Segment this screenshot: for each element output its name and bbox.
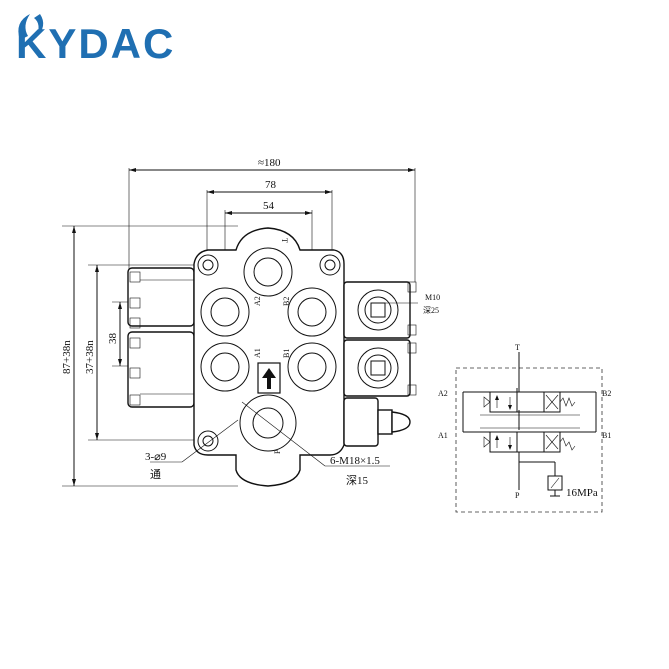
body-label-b1: B1 xyxy=(282,349,291,358)
body-label-a1: A1 xyxy=(253,348,262,358)
schematic-a1: A1 xyxy=(438,431,448,440)
schematic-border xyxy=(455,367,603,513)
relief-valve-symbol xyxy=(519,461,563,497)
ports xyxy=(200,247,337,452)
dimension-texts: ≈180 78 54 87+38n 37+38n 38 xyxy=(61,157,281,374)
overall-width-label: ≈180 xyxy=(258,157,281,169)
hydraulic-schematic: T P A2 B2 A1 B1 16MPa xyxy=(438,343,611,513)
body-label-p: P xyxy=(273,449,282,454)
relief-pressure-label: 16MPa xyxy=(566,487,598,499)
mounting-holes-callout: 3-⌀9 xyxy=(145,451,167,463)
body-label-b2: B2 xyxy=(282,297,291,306)
valve-body xyxy=(127,227,417,487)
main-body-outline xyxy=(193,227,345,487)
kydac-swirl-icon xyxy=(18,14,44,40)
schematic-t: T xyxy=(515,343,520,352)
schematic-p: P xyxy=(515,491,520,500)
body-label-t: T xyxy=(280,238,289,243)
schematic-a2: A2 xyxy=(438,389,448,398)
brand-logo: KYDAC xyxy=(16,14,175,67)
spool-section-1 xyxy=(463,431,596,453)
mount-height-label: 37+38n xyxy=(84,340,96,374)
mount-width-label: 78 xyxy=(265,179,277,191)
left-spool-housings xyxy=(127,267,195,408)
flow-arrow-icon xyxy=(257,362,281,394)
port-spacing-label: 54 xyxy=(263,200,275,212)
right-spool-housings xyxy=(343,281,417,397)
brand-name: KYDAC xyxy=(16,20,175,67)
side-thread-callout: M10 xyxy=(425,293,440,302)
relief-valve-fitting xyxy=(343,397,411,447)
ports-depth-callout: 深15 xyxy=(346,474,368,487)
ports-thread-callout: 6-M18×1.5 xyxy=(330,455,380,467)
schematic-b2: B2 xyxy=(602,389,611,398)
overall-height-label: 87+38n xyxy=(61,340,73,374)
side-depth-callout: 深25 xyxy=(423,306,439,315)
body-port-labels: T A2 B2 A1 B1 P xyxy=(253,238,291,454)
spool-section-2 xyxy=(463,388,596,413)
body-label-a2: A2 xyxy=(253,296,262,306)
schematic-b1: B1 xyxy=(602,431,611,440)
callouts: 3-⌀9 通 6-M18×1.5 深15 M10 深25 xyxy=(145,293,440,487)
through-callout: 通 xyxy=(150,468,161,481)
section-pitch-label: 38 xyxy=(107,333,119,345)
mounting-holes xyxy=(197,254,341,452)
